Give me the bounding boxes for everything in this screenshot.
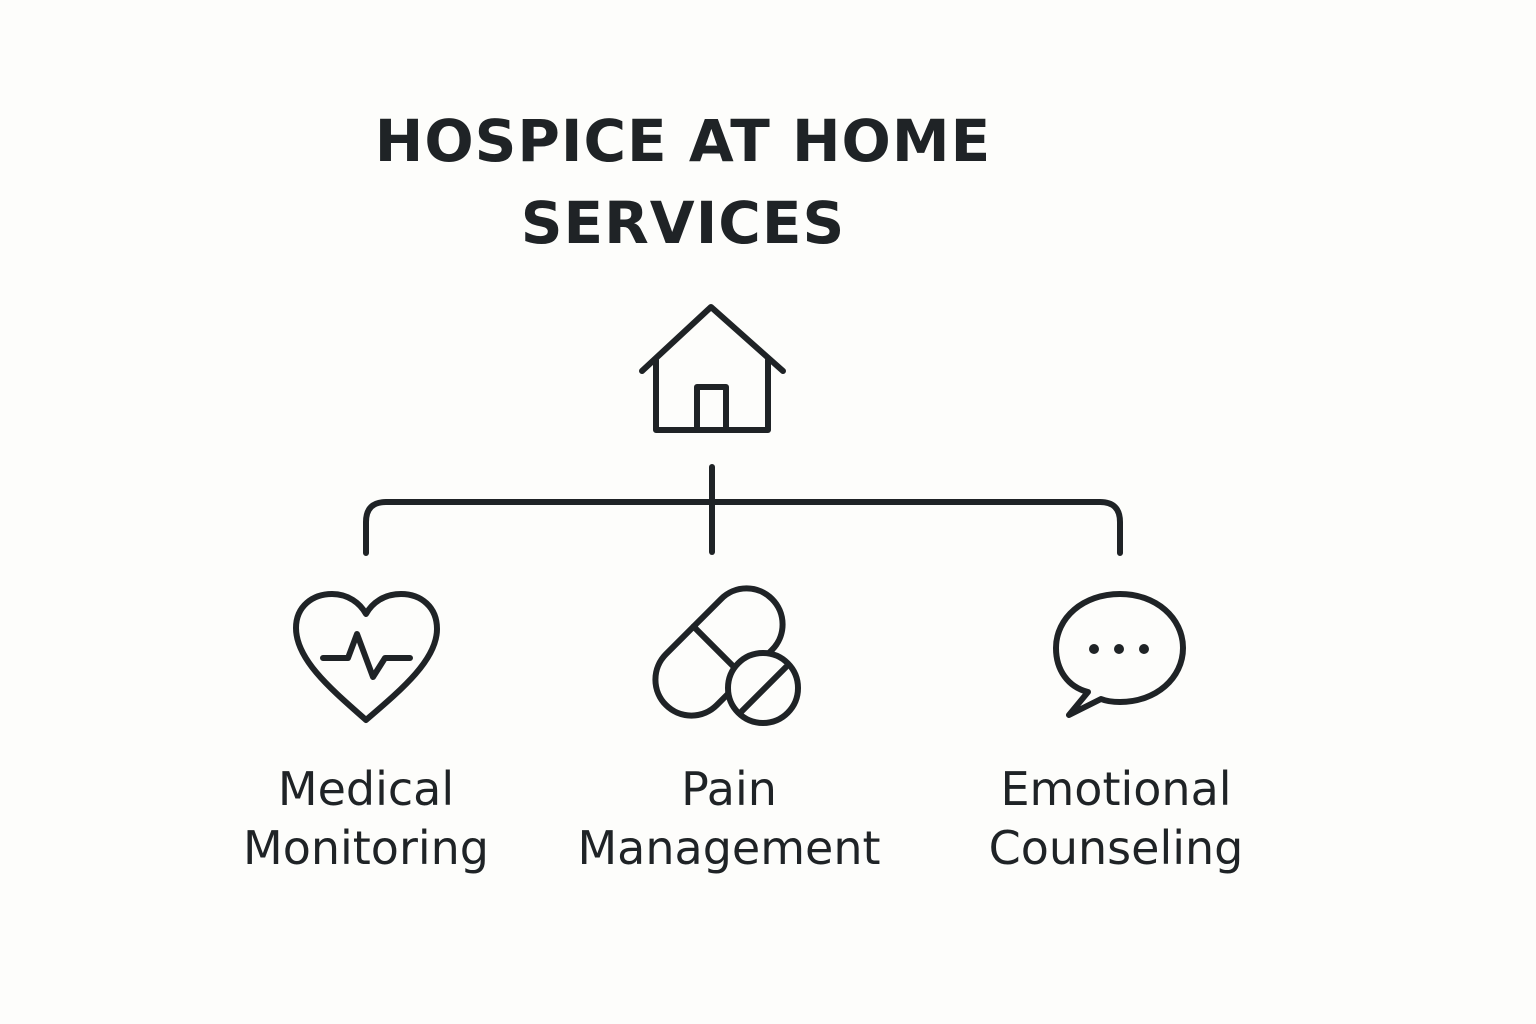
heart-pulse-icon xyxy=(293,591,440,723)
connector-tree xyxy=(363,464,1123,556)
pill-capsule-icon xyxy=(652,585,801,726)
label-medical-line-1: Medical xyxy=(277,762,455,816)
label-emotional-line-1: Emotional xyxy=(1000,762,1232,816)
chat-bubble-icon xyxy=(1053,591,1186,718)
label-medical-monitoring: Medical Monitoring xyxy=(186,760,546,878)
diagram-title: HOSPICE AT HOME SERVICES xyxy=(300,100,1066,264)
label-medical-line-2: Monitoring xyxy=(243,821,489,875)
house-icon xyxy=(639,304,786,433)
title-line-1: HOSPICE AT HOME xyxy=(374,107,992,175)
title-line-2: SERVICES xyxy=(520,189,846,257)
connector-branch xyxy=(363,499,1123,556)
label-emotional-line-2: Counseling xyxy=(988,821,1244,875)
label-pain-line-2: Management xyxy=(577,821,881,875)
label-pain-management: Pain Management xyxy=(549,760,909,878)
chat-bubble-dots xyxy=(1089,644,1149,654)
label-emotional-counseling: Emotional Counseling xyxy=(936,760,1296,878)
label-pain-line-1: Pain xyxy=(681,762,777,816)
